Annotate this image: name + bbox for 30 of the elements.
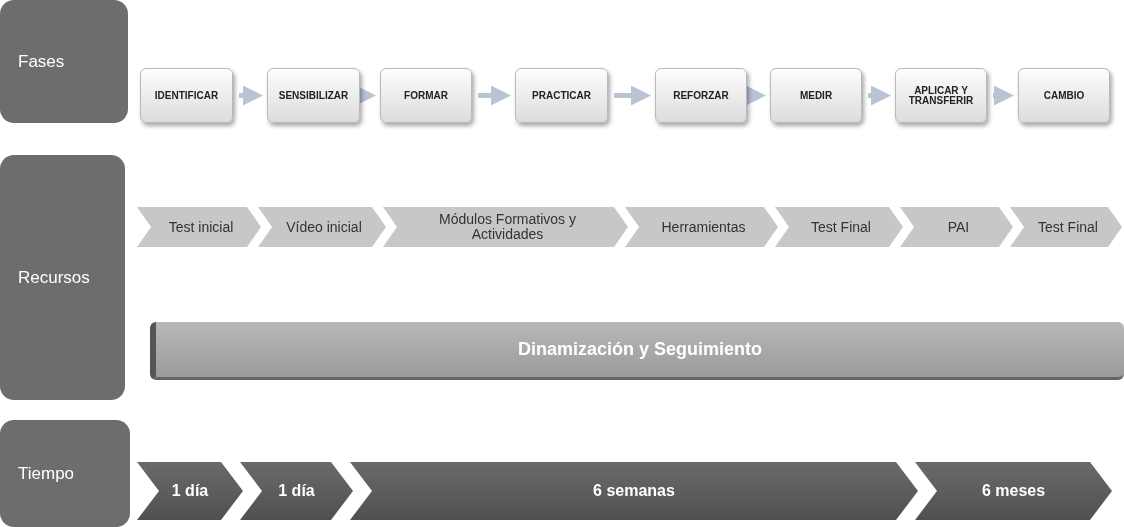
phase-box: REFORZAR [655,68,747,123]
phase-box: MEDIR [770,68,862,123]
phase-box: IDENTIFICAR [140,68,233,123]
resource-step: Módulos Formativos y Actividades [383,207,628,247]
phase-box: CAMBIO [1018,68,1110,123]
row-header-box: Fases [0,0,128,123]
duration-step: 6 meses [915,462,1112,520]
support-bar: Dinamización y Seguimiento [150,322,1124,380]
phase-box: SENSIBILIZAR [267,68,360,123]
resource-step: Herramientas [625,207,778,247]
resource-step: Test inicial [137,207,261,247]
duration-step: 1 día [137,462,243,520]
resource-step: PAI [900,207,1013,247]
arrow [478,85,511,106]
arrow [746,85,766,106]
arrow [614,85,651,106]
arrow [239,85,263,106]
arrow [361,88,376,103]
row-header-box: Recursos [0,155,125,400]
resource-step: Test Final [775,207,903,247]
phase-box: APLICAR Y TRANSFERIR [895,68,987,123]
row-header-box: Tiempo [0,420,130,527]
arrow [993,85,1014,106]
phase-box: FORMAR [380,68,472,123]
resource-step: Vídeo inicial [258,207,386,247]
duration-step: 1 día [240,462,353,520]
duration-step: 6 semanas [350,462,918,520]
resource-step: Test Final [1010,207,1122,247]
phase-box: PRACTICAR [515,68,608,123]
arrow [868,85,891,106]
